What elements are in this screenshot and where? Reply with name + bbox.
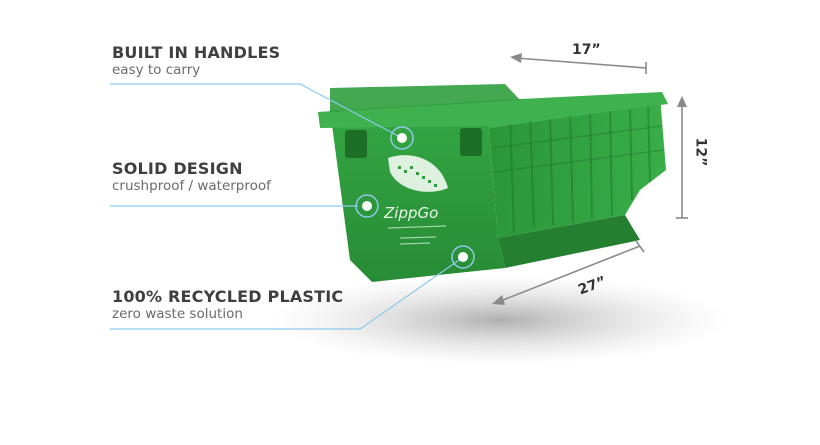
feature-recycled: 100% RECYCLED PLASTIC zero waste solutio…: [112, 288, 343, 323]
feature-handles: BUILT IN HANDLES easy to carry: [112, 44, 280, 79]
feature-title: 100% RECYCLED PLASTIC: [112, 287, 344, 306]
callout-lines: [110, 83, 463, 330]
height-arrow: [676, 96, 688, 219]
feature-title: BUILT IN HANDLES: [112, 43, 281, 62]
width-arrow: [510, 53, 647, 74]
callout-marker-recycled[interactable]: [451, 245, 475, 269]
callout-marker-design[interactable]: [355, 194, 379, 218]
feature-subtitle: crushproof / waterproof: [112, 178, 271, 194]
dimension-height-label: 12”: [692, 137, 709, 167]
callout-marker-handles[interactable]: [390, 126, 414, 150]
dimension-arrows: [492, 53, 688, 305]
dimension-width-label: 17”: [572, 42, 601, 58]
crate-front: [318, 84, 668, 282]
length-arrow: [492, 240, 645, 305]
feature-title: SOLID DESIGN: [112, 159, 243, 178]
feature-design: SOLID DESIGN crushproof / waterproof: [112, 160, 271, 195]
callout-line-recycled: [110, 257, 463, 330]
brand-logo-text: ZippGo: [383, 204, 438, 222]
feature-subtitle: easy to carry: [112, 62, 201, 78]
floor-shadow: [270, 275, 730, 365]
callout-line-handles: [110, 83, 403, 139]
feature-subtitle: zero waste solution: [112, 306, 243, 322]
crate-side: [488, 96, 666, 268]
